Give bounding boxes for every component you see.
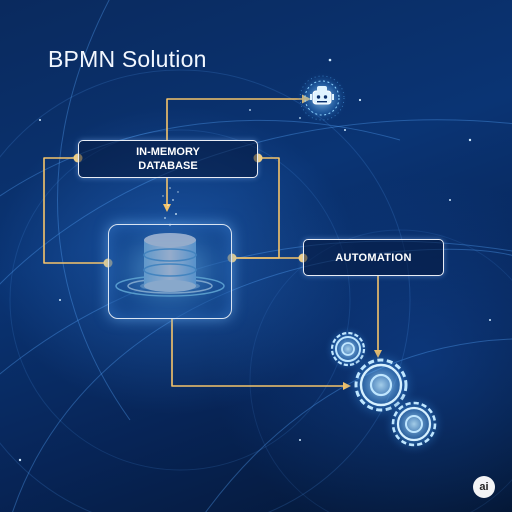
connector-lines: [43, 98, 379, 387]
database-node[interactable]: [108, 224, 232, 319]
ai-badge: ai: [473, 476, 495, 498]
connector-inmem-to-db-box-left: [43, 157, 108, 264]
database-icon: [100, 187, 240, 325]
robot-icon: [296, 72, 348, 124]
automation-node[interactable]: AUTOMATION: [303, 239, 444, 276]
in-memory-database-node[interactable]: IN-MEMORY DATABASE: [78, 140, 258, 178]
connector-db-to-robot: [166, 98, 304, 140]
page-title: BPMN Solution: [48, 46, 207, 72]
gear-icon-bottom: [382, 392, 446, 456]
in-memory-database-label: IN-MEMORY DATABASE: [136, 146, 200, 172]
automation-label: AUTOMATION: [335, 251, 412, 264]
sparkle-particles: [18, 58, 491, 462]
connector-db-to-gears: [171, 319, 345, 387]
